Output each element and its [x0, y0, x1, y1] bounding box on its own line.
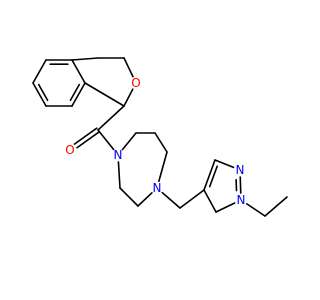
bond-d4-d5: [119, 187, 139, 207]
molecule-diagram: O O N N N N: [32, 57, 288, 217]
atom-label-o-carbonyl: O: [65, 143, 74, 157]
atom-label-o-ring: O: [131, 76, 140, 90]
bond-cCO-O_carbonyl: [73, 127, 98, 145]
bond-c3-O_ring: [123, 57, 134, 78]
bond-d3-N_amine: [158, 151, 168, 183]
bond-N_pyrazole_a-p3: [215, 202, 236, 213]
bond-ch2-p4: [179, 189, 205, 209]
bond-b4-b5-inner: [69, 83, 81, 102]
bond-b4-b5: [71, 82, 86, 107]
atom-label-n-amine: N: [153, 181, 162, 195]
bond-N_amide-d1: [121, 132, 137, 151]
bond-N_pyrazole_a-e1: [246, 203, 266, 217]
bond-cCO-N_amide: [97, 129, 115, 151]
atom-label-n-amide: N: [114, 148, 123, 162]
atom-label-n-pyrazole-b: N: [236, 163, 245, 177]
bond-p4-p5: [203, 159, 216, 191]
bond-d2-d3: [154, 132, 168, 153]
bonds: [32, 57, 288, 217]
structure-drawing: O O N N N N: [32, 57, 288, 217]
bond-b3-b4: [71, 59, 86, 84]
bond-O_ring-c1: [123, 88, 134, 107]
bond-p3-p4: [203, 189, 217, 213]
bond-N_amine-ch2: [161, 191, 181, 209]
bond-c1-cCO: [97, 105, 125, 131]
bond-d5-N_amide: [117, 161, 121, 189]
bond-p4-p5-inner: [208, 165, 218, 188]
bond-b3-c4: [71, 57, 99, 61]
bond-cCO-O_carbonyl-second: [76, 130, 101, 149]
bond-N_amine-d4: [137, 192, 153, 207]
bond-b1-b2: [32, 59, 47, 84]
bond-N_pyrazole_b-N_pyrazole_a: [239, 176, 242, 194]
atom-label-n-pyrazole-a: N: [237, 193, 246, 207]
bond-b6-b1-inner: [37, 83, 49, 102]
bond-e1-e2: [264, 196, 288, 217]
bond-p5-N_pyrazole_b: [214, 159, 235, 169]
bond-b6-b1: [32, 82, 47, 107]
bond-c1-b4: [84, 82, 125, 107]
atom-labels: O O N N N N: [65, 76, 245, 207]
